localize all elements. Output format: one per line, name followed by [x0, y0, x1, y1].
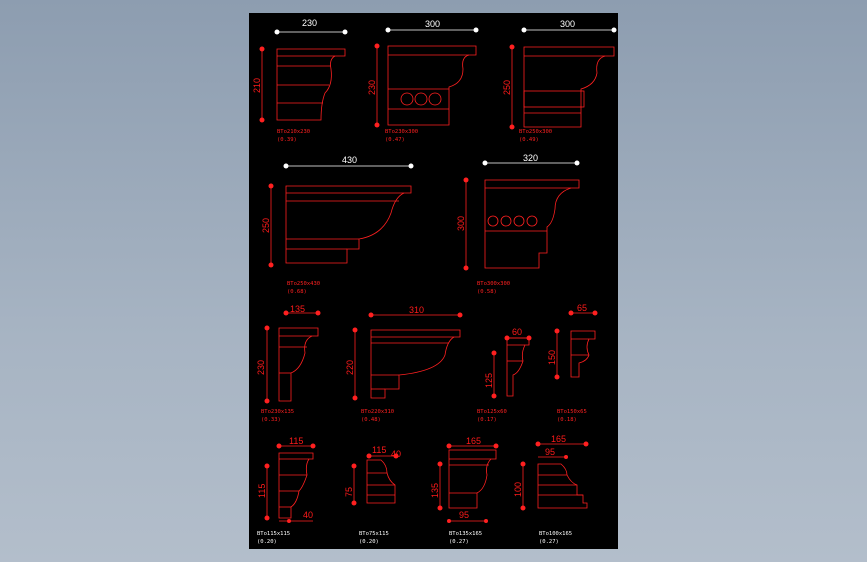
part-value: (0.27)	[449, 539, 469, 545]
dim-height: 210	[252, 78, 262, 93]
dim-width-2: 95	[545, 447, 555, 457]
cornice-3: 300 250 BTo250x300 (0.49)	[502, 19, 617, 143]
part-name: BTo115x115	[257, 531, 290, 537]
part-name: BTo75x115	[359, 531, 389, 537]
part-name: BTo250x300	[519, 129, 552, 135]
dim-height: 250	[261, 218, 271, 233]
part-name: BTo250x430	[287, 281, 320, 287]
dim-width: 115	[372, 445, 386, 455]
dim-width: 165	[466, 436, 481, 446]
dim-width-2: 40	[303, 510, 313, 520]
dim-width-2: 95	[459, 510, 469, 520]
cornice-6: 135 230 BTo230x135 (0.33)	[256, 304, 321, 423]
cornice-10: 115 115 40 BTo115x115 (0.20)	[257, 436, 316, 545]
cornice-7: 310 220 BTo220x310 (0.48)	[345, 305, 463, 423]
part-name: BTo230x135	[261, 409, 294, 415]
part-value: (0.48)	[361, 417, 381, 423]
drawing-sheet: 230 210 BTo210x230 (0.39) 300 230 BTo230…	[249, 13, 618, 549]
dim-height: 125	[484, 373, 494, 388]
dim-width: 310	[409, 305, 424, 315]
dim-width: 300	[560, 19, 575, 29]
part-value: (0.18)	[557, 417, 577, 423]
dim-width: 135	[290, 304, 305, 314]
part-name: BTo220x310	[361, 409, 394, 415]
part-name: BTo230x300	[385, 129, 418, 135]
part-name: BTo125x60	[477, 409, 507, 415]
dim-width: 430	[342, 155, 357, 165]
dim-height: 230	[256, 360, 266, 375]
dim-width: 115	[289, 436, 303, 446]
dim-width: 320	[523, 153, 538, 163]
cornice-drawing: 230 210 BTo210x230 (0.39) 300 230 BTo230…	[252, 18, 617, 545]
dim-height: 115	[257, 484, 267, 498]
part-value: (0.58)	[477, 289, 497, 295]
part-name: BTo135x165	[449, 531, 482, 537]
dim-height: 100	[513, 482, 523, 497]
dim-width: 230	[302, 18, 317, 28]
part-value: (0.27)	[539, 539, 559, 545]
dim-height: 150	[547, 350, 557, 365]
part-value: (0.39)	[277, 137, 297, 143]
cornice-8: 60 125 BTo125x60 (0.17)	[477, 327, 532, 423]
part-value: (0.47)	[385, 137, 405, 143]
part-name: BTo300x300	[477, 281, 510, 287]
dim-height: 230	[367, 80, 377, 95]
dim-height: 250	[502, 80, 512, 95]
cornice-1: 230 210 BTo210x230 (0.39)	[252, 18, 348, 143]
dim-width: 165	[551, 434, 566, 444]
part-value: (0.33)	[261, 417, 281, 423]
part-value: (0.68)	[287, 289, 307, 295]
cornice-2: 300 230 BTo230x300 (0.47)	[367, 19, 479, 143]
cornice-12: 165 135 95 BTo135x165 (0.27)	[430, 436, 499, 545]
dim-height: 75	[344, 487, 354, 497]
dim-height: 300	[456, 216, 466, 231]
dim-width: 300	[425, 19, 440, 29]
dim-width: 65	[577, 303, 587, 313]
dim-height: 220	[345, 360, 355, 375]
part-name: BTo210x230	[277, 129, 310, 135]
cornice-5: 320 300 BTo300x300 (0.58)	[456, 153, 580, 295]
part-value: (0.20)	[257, 539, 277, 545]
cornice-13: 165 95 100 BTo100x165 (0.27)	[513, 434, 589, 545]
part-name: BTo100x165	[539, 531, 572, 537]
cornice-9: 65 150 BTo150x65 (0.18)	[547, 303, 598, 423]
cornice-4: 430 250 BTo250x430 (0.68)	[261, 155, 414, 295]
dim-width: 60	[512, 327, 522, 337]
cornice-11: 115 40 75 BTo75x115 (0.20)	[344, 445, 401, 545]
part-name: BTo150x65	[557, 409, 587, 415]
part-value: (0.20)	[359, 539, 379, 545]
part-value: (0.17)	[477, 417, 497, 423]
dim-height: 135	[430, 483, 440, 498]
dim-width-2: 40	[391, 449, 401, 459]
part-value: (0.49)	[519, 137, 539, 143]
